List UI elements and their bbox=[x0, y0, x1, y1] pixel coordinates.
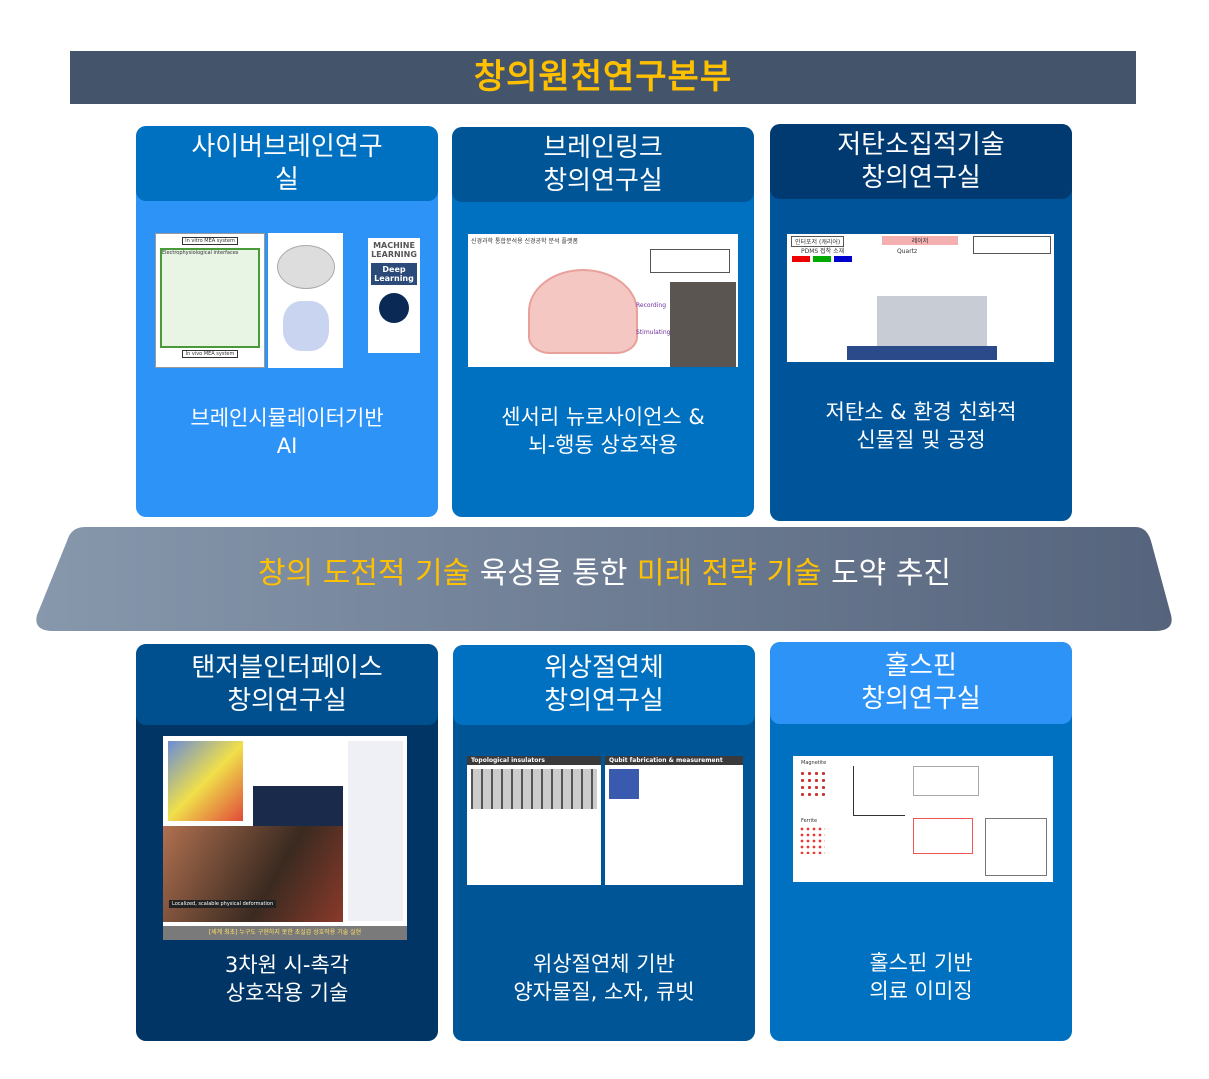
caption-line: 센서리 뉴로사이언스 & bbox=[501, 405, 705, 429]
lab-name-line: 브레인링크 bbox=[543, 132, 663, 163]
lab-name-line: 창의연구실 bbox=[861, 162, 981, 193]
image-label: Topological insulators bbox=[467, 756, 601, 765]
lab-name-line: 창의연구실 bbox=[544, 686, 664, 716]
caption-line: 의료 이미징 bbox=[869, 979, 973, 1003]
banner-text-part: 도약 추진 bbox=[821, 556, 952, 591]
page-title: 창의원천연구본부 bbox=[70, 51, 1136, 104]
image-label: In vivo MEA system bbox=[182, 350, 238, 358]
lab-image: 인터포저 (캐리어) PDMS 접착 소재 레이저 Quartz bbox=[787, 234, 1054, 362]
banner-text-part: 육성을 통한 bbox=[470, 556, 637, 591]
image-label: Electrophysiological interfaces bbox=[160, 248, 260, 348]
image-label: Localized, scalable physical deformation bbox=[169, 900, 277, 908]
image-label: 인터포저 (캐리어) bbox=[791, 236, 845, 247]
caption-line: 홀스핀 기반 bbox=[869, 951, 973, 975]
image-label: [세계 최초] 누구도 구현하지 못한 초실감 상호작용 기술 실현 bbox=[163, 926, 407, 940]
lab-name-line: 창의연구실 bbox=[861, 684, 981, 714]
lab-image: Topological insulators Qubit fabrication… bbox=[467, 756, 743, 885]
caption-line: 3차원 시-촉각 bbox=[224, 953, 350, 977]
caption-line: 양자물질, 소자, 큐빗 bbox=[513, 980, 695, 1004]
caption-line: 위상절연체 기반 bbox=[533, 952, 675, 976]
mission-statement: 창의 도전적 기술 육성을 통한 미래 전략 기술 도약 추진 bbox=[0, 527, 1209, 631]
image-label: Qubit fabrication & measurement bbox=[605, 756, 743, 765]
image-label: MACHINE LEARNING bbox=[371, 241, 417, 259]
banner-highlight: 미래 전략 기술 bbox=[636, 556, 822, 591]
image-label: In vitro MEA system bbox=[182, 237, 238, 245]
lab-name-line: 홀스핀 bbox=[885, 651, 957, 681]
lab-name-line: 실 bbox=[275, 164, 299, 195]
image-label: 레이저 bbox=[882, 236, 958, 245]
lab-name-line: 저탄소집적기술 bbox=[837, 129, 1005, 160]
lab-name-line: 사이버브레인연구 bbox=[191, 131, 383, 162]
caption-line: 저탄소 & 환경 친화적 bbox=[825, 400, 1017, 424]
image-label: Ferrite bbox=[801, 818, 818, 824]
lab-name-line: 위상절연체 bbox=[544, 653, 664, 683]
mission-banner bbox=[36, 527, 1172, 631]
lab-caption: 브레인시뮬레이터기반 AI bbox=[136, 404, 438, 460]
lab-image: 신경과학 통합분석용 신경공학 분석 플랫폼 Recording Stimula… bbox=[468, 234, 738, 367]
image-label: Recording bbox=[636, 302, 667, 309]
image-label: 신경과학 통합분석용 신경공학 분석 플랫폼 bbox=[471, 238, 578, 245]
image-label: Stimulating bbox=[636, 329, 671, 336]
banner-highlight: 창의 도전적 기술 bbox=[257, 556, 471, 591]
lab-caption: 센서리 뉴로사이언스 & 뇌-행동 상호작용 bbox=[452, 403, 754, 459]
image-label: Quartz bbox=[897, 248, 918, 255]
caption-line: 브레인시뮬레이터기반 bbox=[190, 406, 384, 430]
lab-name-line: 탠저블인터페이스 bbox=[191, 652, 383, 683]
image-label: Magnetite bbox=[801, 760, 827, 766]
caption-line: 신물질 및 공정 bbox=[856, 428, 986, 452]
image-label: PDMS 접착 소재 bbox=[801, 248, 845, 255]
caption-line: AI bbox=[276, 434, 298, 458]
lab-image: Localized, scalable physical deformation… bbox=[163, 736, 407, 940]
lab-image: In vitro MEA system Electrophysiological… bbox=[155, 233, 422, 368]
lab-name-line: 창의연구실 bbox=[227, 685, 347, 716]
lab-image: Magnetite Ferrite bbox=[793, 756, 1053, 882]
lab-name-line: 창의연구실 bbox=[543, 165, 663, 196]
caption-line: 뇌-행동 상호작용 bbox=[528, 433, 678, 457]
image-label: Deep Learning bbox=[371, 263, 417, 285]
caption-line: 상호작용 기술 bbox=[225, 981, 349, 1005]
